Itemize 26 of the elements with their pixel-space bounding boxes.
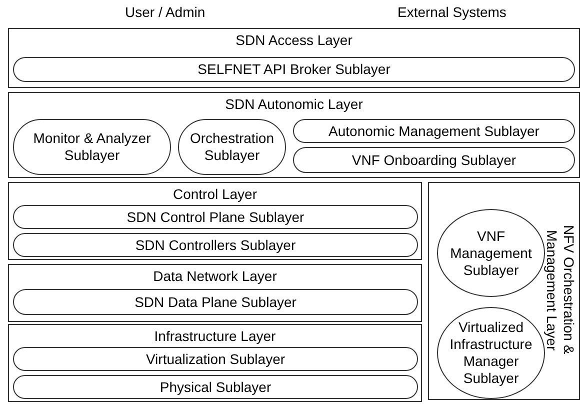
sublayer-box: Orchestration Sublayer xyxy=(178,119,286,175)
sublayer-box: VNF Onboarding Sublayer xyxy=(293,147,575,173)
sublayer-box: SDN Data Plane Sublayer xyxy=(13,289,418,315)
layer-title: SDN Autonomic Layer xyxy=(224,96,364,112)
sublayer-box: Virtualization Sublayer xyxy=(13,347,418,371)
actor-label: External Systems xyxy=(398,4,506,20)
sublayer-box: VNF Management Sublayer xyxy=(437,209,545,297)
sublayer-box: SDN Control Plane Sublayer xyxy=(13,205,418,229)
sublayer-box: SELFNET API Broker Sublayer xyxy=(13,57,575,82)
layer-box xyxy=(428,182,580,400)
sublayer-box: SDN Controllers Sublayer xyxy=(13,233,418,257)
layer-box xyxy=(8,324,422,402)
layer-box xyxy=(8,92,580,178)
actor-label: User / Admin xyxy=(125,4,206,20)
sublayer-box: Monitor & Analyzer Sublayer xyxy=(13,119,171,175)
layer-title: Control Layer xyxy=(172,186,258,202)
layer-box xyxy=(8,264,422,322)
layer-title: NFV Orchestration & Management Layer xyxy=(543,224,577,357)
layer-box xyxy=(8,182,422,260)
layer-title: SDN Access Layer xyxy=(234,32,354,48)
sublayer-box: Physical Sublayer xyxy=(13,375,418,399)
sublayer-box: Autonomic Management Sublayer xyxy=(293,119,575,143)
layer-box xyxy=(8,28,580,88)
layer-title: Data Network Layer xyxy=(152,268,278,284)
layer-title: Infrastructure Layer xyxy=(153,328,277,344)
sublayer-box: Virtualized Infrastructure Manager Sublayer xyxy=(437,307,545,399)
